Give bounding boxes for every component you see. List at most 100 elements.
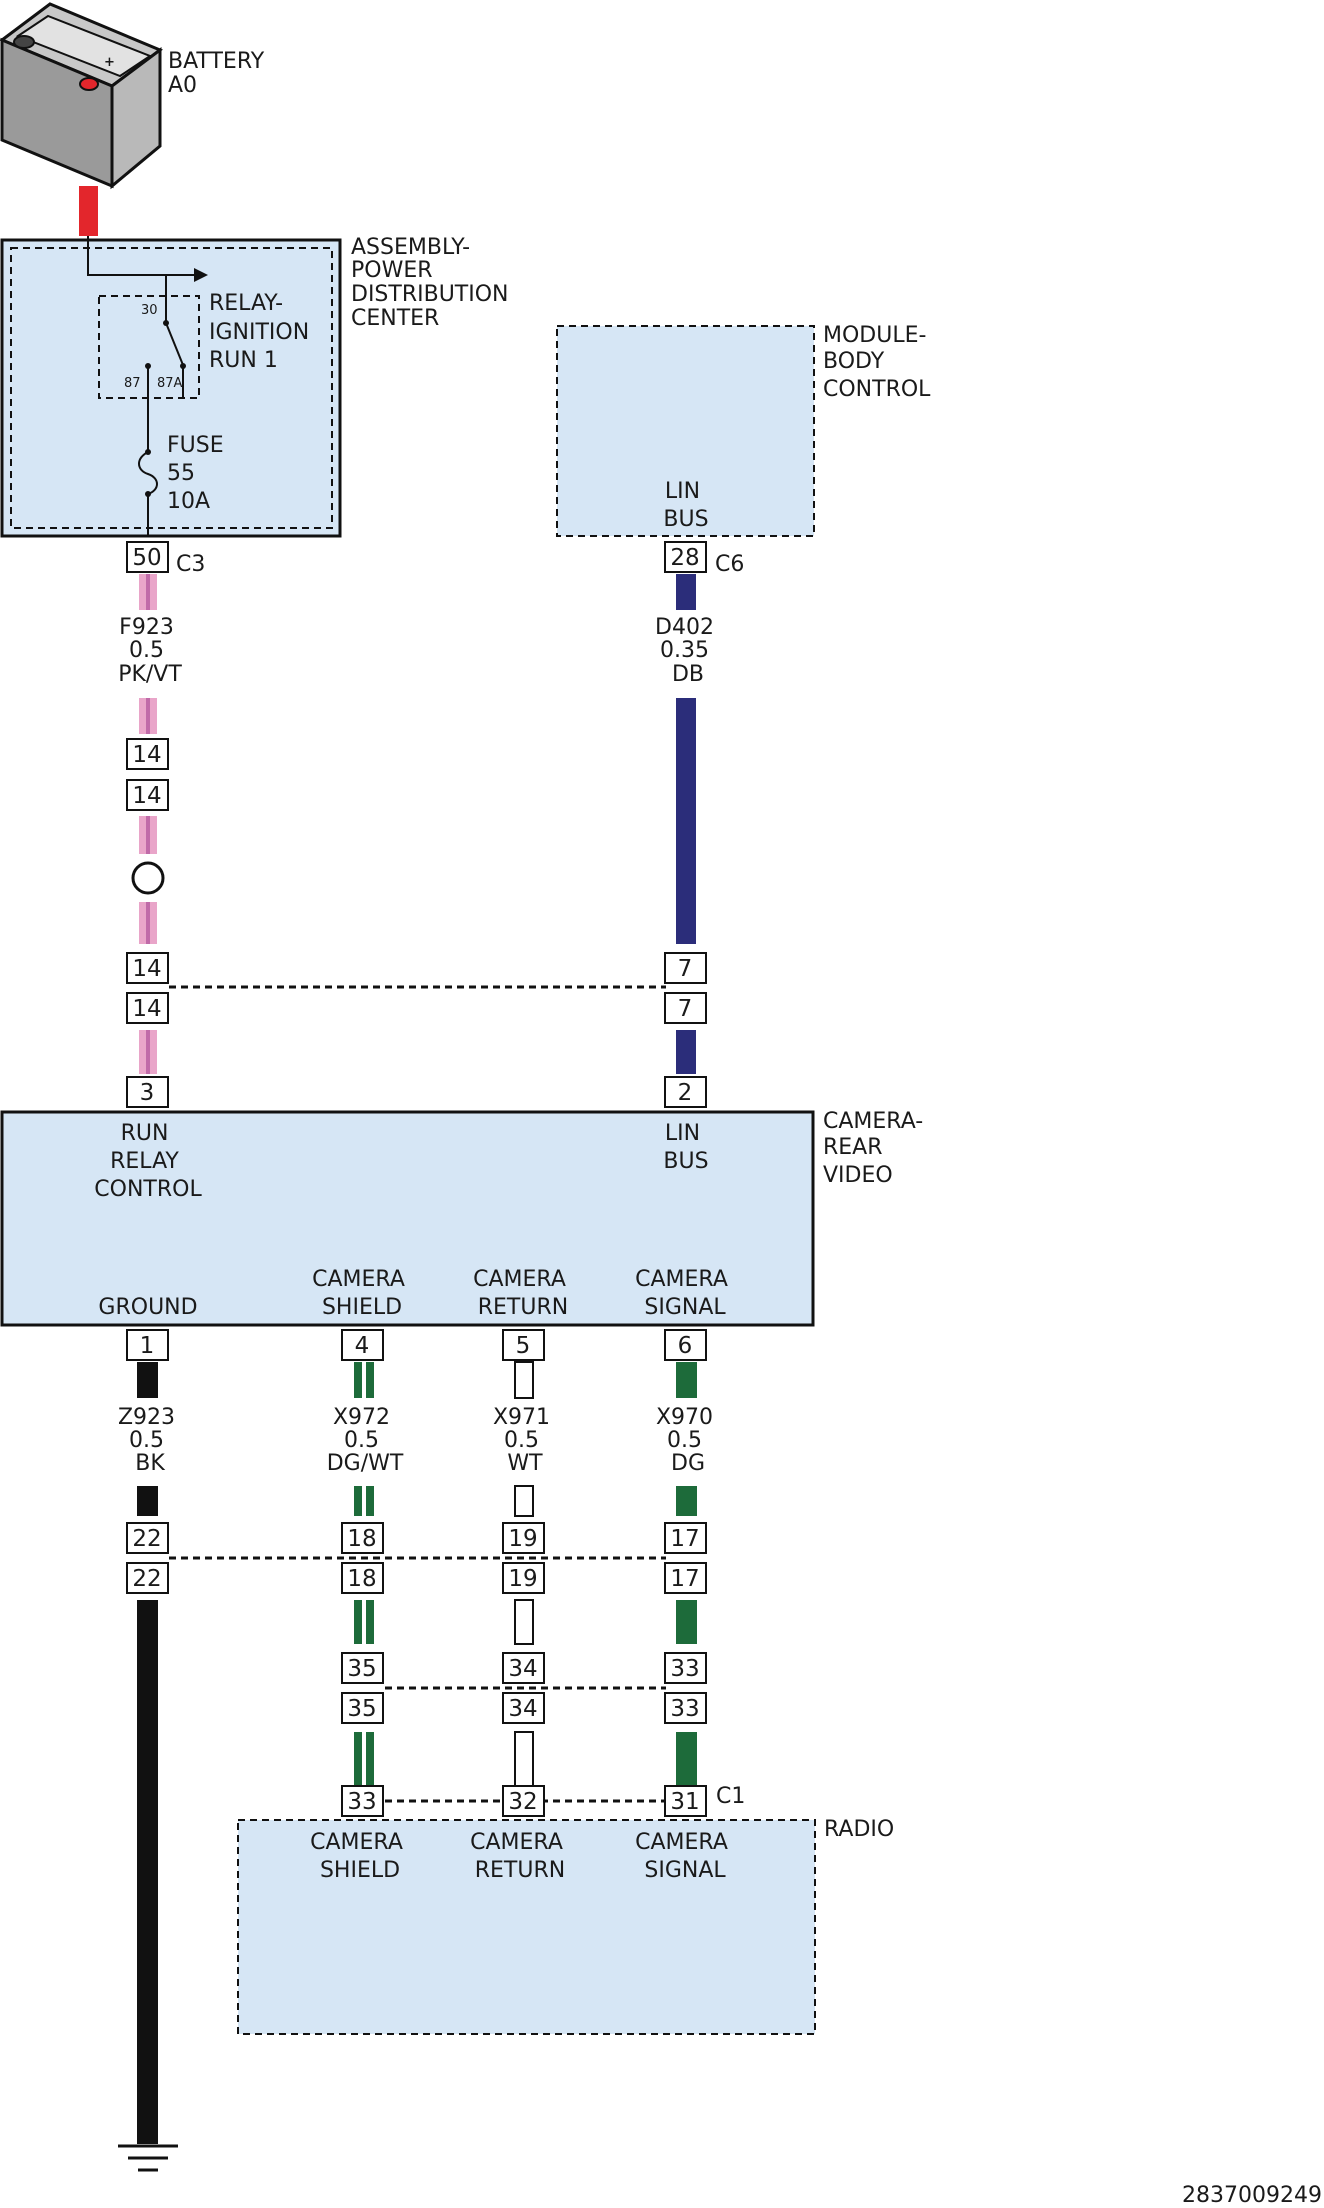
svg-text:18: 18 xyxy=(347,1526,376,1552)
svg-text:33: 33 xyxy=(347,1789,376,1815)
pin-box: 33 xyxy=(341,1785,384,1817)
pin-box: 35 xyxy=(341,1692,384,1724)
wire-d402-label: D402 0.35 DB xyxy=(655,615,721,687)
pin-box: 19 xyxy=(502,1522,545,1554)
svg-text:50: 50 xyxy=(132,545,161,571)
svg-text:22: 22 xyxy=(132,1526,161,1552)
camera-title: CAMERA- REAR VIDEO xyxy=(823,1109,930,1188)
pin-box: 7 xyxy=(664,992,707,1024)
camera-rear-video xyxy=(0,1110,815,1327)
svg-text:33: 33 xyxy=(670,1656,699,1682)
wire-f923-label: F923 0.5 PK/VT xyxy=(118,615,182,687)
battery-feed-wire xyxy=(79,186,98,236)
wire-x972-label: X972 0.5 DG/WT xyxy=(327,1405,404,1476)
battery-label: BATTERY xyxy=(168,49,265,74)
svg-text:17: 17 xyxy=(670,1566,699,1592)
pin-box: 17 xyxy=(664,1522,707,1554)
radio-module xyxy=(237,1819,816,2035)
radio-title: RADIO xyxy=(824,1817,894,1842)
camera-lin-bus-label: LIN BUS xyxy=(663,1121,708,1174)
pin-box: 17 xyxy=(664,1562,707,1594)
svg-text:4: 4 xyxy=(355,1333,370,1359)
pin-box: 18 xyxy=(341,1522,384,1554)
pin-box: 35 xyxy=(341,1652,384,1684)
body-control-module xyxy=(556,325,815,537)
svg-text:17: 17 xyxy=(670,1526,699,1552)
pin-box: 14 xyxy=(126,992,169,1024)
pin-box: 14 xyxy=(126,779,169,811)
wire-d402 xyxy=(676,574,696,1074)
svg-text:3: 3 xyxy=(140,1080,155,1106)
svg-text:7: 7 xyxy=(678,956,693,982)
wire-z923-label: Z923 0.5 BK xyxy=(118,1405,182,1476)
pin-box: 33 xyxy=(664,1692,707,1724)
svg-text:+: + xyxy=(104,55,115,70)
camera-signal-label: CAMERA SIGNAL xyxy=(635,1267,735,1320)
relay-pin-87a: 87A xyxy=(157,376,183,391)
svg-text:1: 1 xyxy=(140,1333,155,1359)
pin-box: 18 xyxy=(341,1562,384,1594)
svg-text:22: 22 xyxy=(132,1566,161,1592)
relay-label: RELAY- IGNITION RUN 1 xyxy=(209,291,316,373)
svg-text:28: 28 xyxy=(670,545,699,571)
svg-text:35: 35 xyxy=(347,1656,376,1682)
pin-box: 5 xyxy=(502,1329,545,1361)
pin-box: 6 xyxy=(664,1329,707,1361)
diagram-id: 2837009249 xyxy=(1182,2183,1322,2208)
pin-box: 31 xyxy=(664,1785,707,1817)
wire-f923 xyxy=(131,574,165,1074)
fuse-55 xyxy=(138,398,158,536)
wire-x972 xyxy=(354,1362,374,1788)
svg-text:14: 14 xyxy=(132,742,161,768)
battery-id: A0 xyxy=(168,73,197,98)
pdc-title: ASSEMBLY- POWER DISTRIBUTION CENTER xyxy=(351,235,516,331)
pin-box: 2 xyxy=(664,1076,707,1108)
pin-box: 22 xyxy=(126,1522,169,1554)
relay-pin-30: 30 xyxy=(141,303,158,318)
wire-x970 xyxy=(676,1362,697,1788)
svg-text:31: 31 xyxy=(670,1789,699,1815)
connector-c6-label: C6 xyxy=(715,552,744,577)
pin-box: 33 xyxy=(664,1652,707,1684)
svg-text:14: 14 xyxy=(132,956,161,982)
wire-x970-label: X970 0.5 DG xyxy=(656,1405,720,1476)
pin-box: 3 xyxy=(126,1076,169,1108)
camera-return-label: CAMERA RETURN xyxy=(473,1267,573,1320)
pin-box: 34 xyxy=(502,1692,545,1724)
camera-run-relay-label: RUN RELAY CONTROL xyxy=(94,1121,202,1202)
svg-text:19: 19 xyxy=(508,1526,537,1552)
svg-text:18: 18 xyxy=(347,1566,376,1592)
ground-icon xyxy=(118,2144,178,2172)
pin-box: 7 xyxy=(664,952,707,984)
wire-x971-label: X971 0.5 WT xyxy=(493,1405,557,1476)
bcm-title: MODULE- BODY CONTROL xyxy=(823,323,933,402)
wire-z923 xyxy=(137,1362,158,2144)
svg-text:35: 35 xyxy=(347,1696,376,1722)
svg-text:32: 32 xyxy=(508,1789,537,1815)
pin-box: 1 xyxy=(126,1329,169,1361)
fuse-label: FUSE 55 10A xyxy=(167,433,231,514)
splice-icon xyxy=(131,861,165,895)
bcm-lin-bus-label: LIN BUS xyxy=(663,479,708,532)
svg-text:19: 19 xyxy=(508,1566,537,1592)
camera-shield-label: CAMERA SHIELD xyxy=(312,1267,412,1320)
pin-box: 14 xyxy=(126,952,169,984)
svg-text:6: 6 xyxy=(678,1333,693,1359)
pin-box: 19 xyxy=(502,1562,545,1594)
pin-box: 14 xyxy=(126,738,169,770)
connector-c1-label: C1 xyxy=(716,1784,745,1809)
pin-box: 32 xyxy=(502,1785,545,1817)
battery-icon: + xyxy=(0,2,163,190)
radio-signal-label: CAMERA SIGNAL xyxy=(635,1830,735,1883)
svg-text:34: 34 xyxy=(508,1696,537,1722)
radio-return-label: CAMERA RETURN xyxy=(470,1830,570,1883)
pin-box: 4 xyxy=(341,1329,384,1361)
svg-text:34: 34 xyxy=(508,1656,537,1682)
pin-box: 28 xyxy=(664,541,707,573)
svg-text:33: 33 xyxy=(670,1696,699,1722)
camera-ground-label: GROUND xyxy=(98,1295,197,1320)
pin-box: 50 xyxy=(126,541,169,573)
pin-box: 34 xyxy=(502,1652,545,1684)
radio-shield-label: CAMERA SHIELD xyxy=(310,1830,410,1883)
